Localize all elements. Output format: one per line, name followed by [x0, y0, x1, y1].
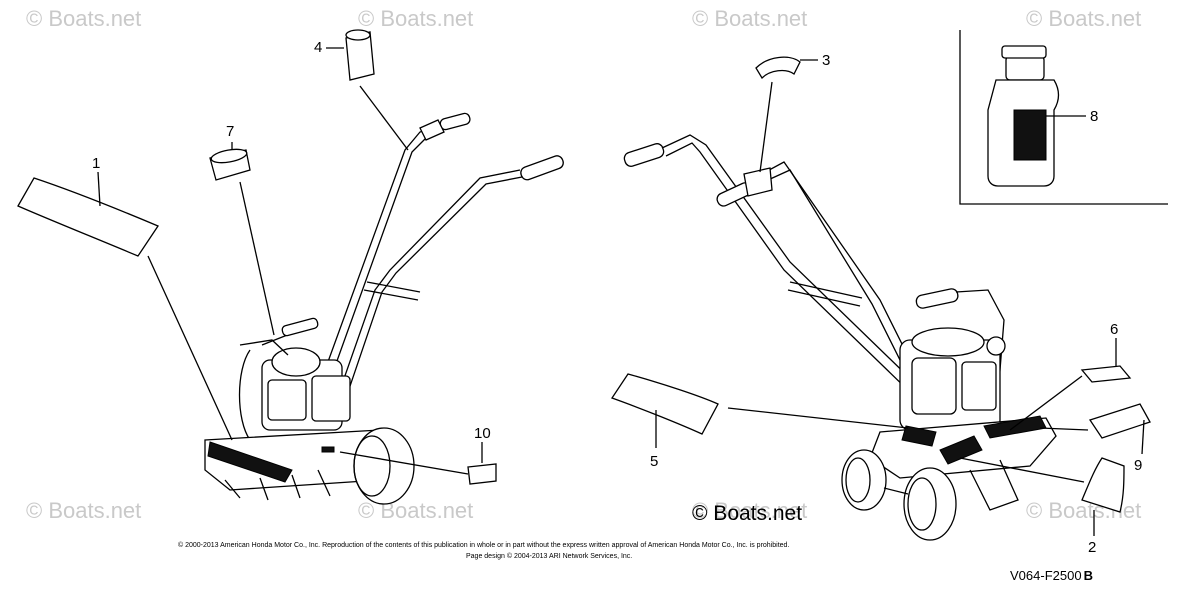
tiller-left: [204, 112, 564, 505]
callout-10: 10: [474, 425, 491, 442]
label-part-6: 6: [1009, 321, 1132, 431]
callout-5: 5: [650, 453, 658, 470]
watermark: © Boats.net: [358, 6, 473, 31]
label-part-9: 9: [1039, 403, 1151, 474]
watermark: © Boats.net: [1026, 6, 1141, 31]
diagram-code-suffix: B: [1084, 568, 1093, 583]
callout-3: 3: [822, 52, 830, 69]
callout-9: 9: [1134, 457, 1142, 474]
label-part-10: 10: [339, 425, 497, 485]
watermark: © Boats.net: [692, 498, 807, 523]
callout-2: 2: [1088, 539, 1096, 556]
callout-8: 8: [1090, 108, 1098, 125]
watermark: © Boats.net: [1026, 498, 1141, 523]
callout-6: 6: [1110, 321, 1118, 338]
copyright-center: © Boats.net: [692, 502, 802, 525]
tiller-right: [623, 134, 1057, 541]
callout-1: 1: [92, 155, 100, 172]
decal-part-5: 5: [610, 373, 909, 470]
decal-part-1: 1: [17, 155, 233, 441]
decal-part-2: 2: [959, 457, 1125, 556]
grip-part-7: 7: [209, 123, 275, 336]
callout-4: 4: [314, 39, 322, 56]
fine-print-line-1: © 2000-2013 American Honda Motor Co., In…: [178, 541, 789, 549]
grip-part-4: 4: [314, 29, 409, 151]
watermark: © Boats.net: [26, 498, 141, 523]
diagram-code-main: V064-F2500: [1010, 568, 1082, 583]
watermark: © Boats.net: [26, 6, 141, 31]
grip-part-3: 3: [755, 52, 830, 173]
fine-print-line-2: Page design © 2004-2013 ARI Network Serv…: [466, 552, 632, 560]
oil-bottle-part-8: 8: [959, 30, 1168, 205]
callout-7: 7: [226, 123, 234, 140]
watermark: © Boats.net: [692, 6, 807, 31]
